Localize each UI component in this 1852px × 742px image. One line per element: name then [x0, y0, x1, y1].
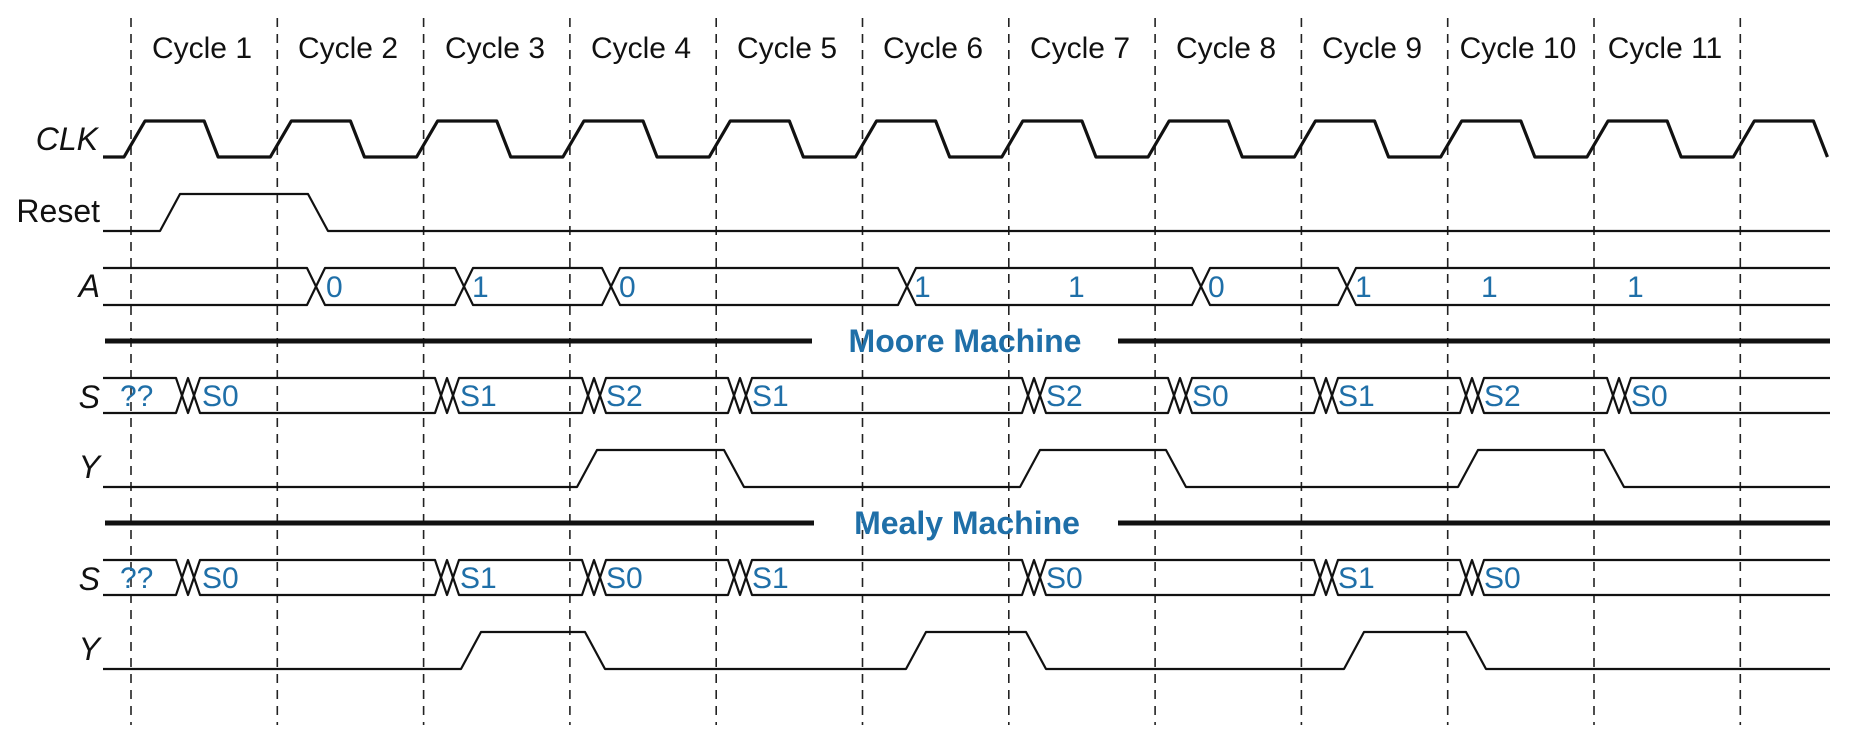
cycle-label-11: Cycle 11: [1608, 32, 1723, 65]
cycle-labels: Cycle 1 Cycle 2 Cycle 3 Cycle 4 Cycle 5 …: [152, 32, 1722, 65]
signal-label-a: A: [77, 268, 100, 304]
cycle-label-4: Cycle 4: [591, 32, 691, 65]
cycle-label-7: Cycle 7: [1030, 32, 1130, 65]
a-bus-bottom: [103, 266, 1830, 307]
a-value: 0: [1208, 271, 1225, 304]
moore-state: S1: [1338, 380, 1375, 413]
moore-s-top: [103, 376, 1830, 415]
signal-label-moore-s: S: [79, 379, 100, 415]
cycle-label-10: Cycle 10: [1460, 32, 1577, 65]
moore-state: S0: [1631, 380, 1668, 413]
moore-state: S1: [752, 380, 789, 413]
mealy-state: S0: [1484, 562, 1521, 595]
cycle-grid: [130, 18, 1742, 725]
signal-label-clk: CLK: [36, 121, 100, 157]
a-value: 0: [619, 271, 636, 304]
signal-labels: CLK Reset A S Y S Y: [16, 121, 102, 667]
moore-state: S1: [460, 380, 497, 413]
mealy-state: S1: [460, 562, 497, 595]
a-value: 1: [472, 271, 489, 304]
a-bus-top: [103, 266, 1830, 307]
a-value: 1: [1355, 271, 1372, 304]
mealy-state: S0: [202, 562, 239, 595]
moore-y-waveform: [103, 448, 1830, 489]
a-value: 1: [1627, 271, 1644, 304]
mealy-state: S1: [1338, 562, 1375, 595]
mealy-s-bus: ?? S0 S1 S0 S1 S0 S1 S0: [103, 558, 1830, 597]
cycle-label-6: Cycle 6: [883, 32, 983, 65]
cycle-label-2: Cycle 2: [298, 32, 398, 65]
moore-state: ??: [120, 380, 153, 413]
mealy-separator: Mealy Machine: [105, 505, 1830, 541]
moore-state: S2: [1046, 380, 1083, 413]
mealy-state: S0: [1046, 562, 1083, 595]
mealy-s-bottom: [103, 558, 1830, 597]
mealy-y-waveform: [103, 630, 1830, 671]
signal-label-mealy-y: Y: [79, 631, 103, 667]
moore-s-bottom: [103, 376, 1830, 415]
mealy-state: S1: [752, 562, 789, 595]
moore-s-bus: ?? S0 S1 S2 S1 S2 S0 S1 S2 S0: [103, 376, 1830, 415]
cycle-label-5: Cycle 5: [737, 32, 837, 65]
reset-waveform: [103, 192, 1830, 233]
moore-state: S2: [1484, 380, 1521, 413]
moore-state: S2: [606, 380, 643, 413]
a-value: 1: [1068, 271, 1085, 304]
mealy-machine-title: Mealy Machine: [854, 505, 1080, 541]
signal-label-mealy-s: S: [79, 561, 100, 597]
moore-state: S0: [1192, 380, 1229, 413]
mealy-s-top: [103, 558, 1830, 597]
cycle-label-8: Cycle 8: [1176, 32, 1276, 65]
moore-state: S0: [202, 380, 239, 413]
a-value: 0: [326, 271, 343, 304]
a-value: 1: [914, 271, 931, 304]
a-bus: 0 1 0 1 1 0 1 1 1: [103, 266, 1830, 307]
mealy-state: S0: [606, 562, 643, 595]
cycle-label-1: Cycle 1: [152, 32, 252, 65]
signal-label-moore-y: Y: [79, 449, 103, 485]
moore-separator: Moore Machine: [105, 323, 1830, 359]
signal-label-reset: Reset: [16, 193, 100, 229]
cycle-label-9: Cycle 9: [1322, 32, 1422, 65]
cycle-label-3: Cycle 3: [445, 32, 545, 65]
a-value: 1: [1481, 271, 1498, 304]
mealy-state: ??: [120, 562, 153, 595]
clk-waveform: [103, 119, 1829, 159]
moore-machine-title: Moore Machine: [849, 323, 1082, 359]
